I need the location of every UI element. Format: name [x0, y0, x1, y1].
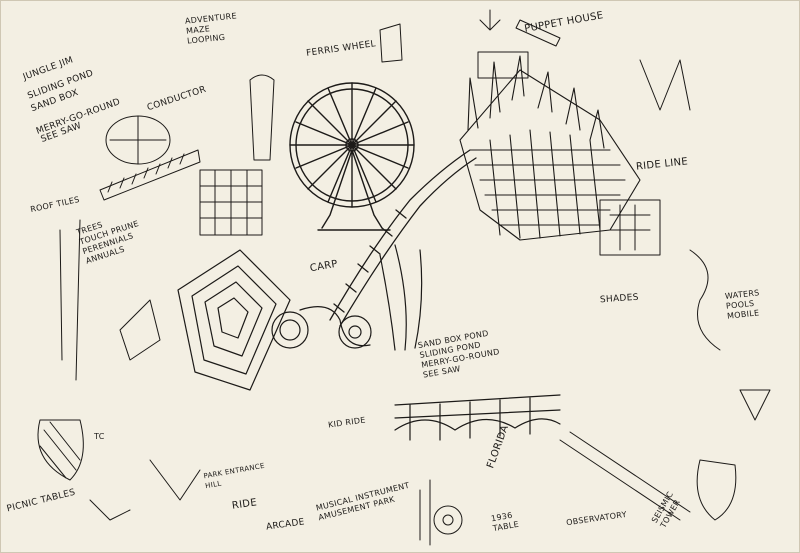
label-waters: WATERS POOLS MOBILE: [724, 288, 760, 321]
loop-drawing: [271, 244, 423, 351]
coaster-track-drawing: [329, 149, 477, 327]
maze-drawing: [177, 249, 291, 391]
ferris-wheel-drawing: [289, 82, 415, 231]
lattice-drawing: [199, 169, 263, 236]
bridge-drawing: [394, 394, 561, 441]
label-adventure-maze: ADVENTURE MAZE LOOPING: [184, 11, 238, 46]
label-tc: TC: [94, 432, 105, 441]
castle-building-drawing: [459, 55, 641, 241]
misc-sketches: [37, 9, 771, 546]
